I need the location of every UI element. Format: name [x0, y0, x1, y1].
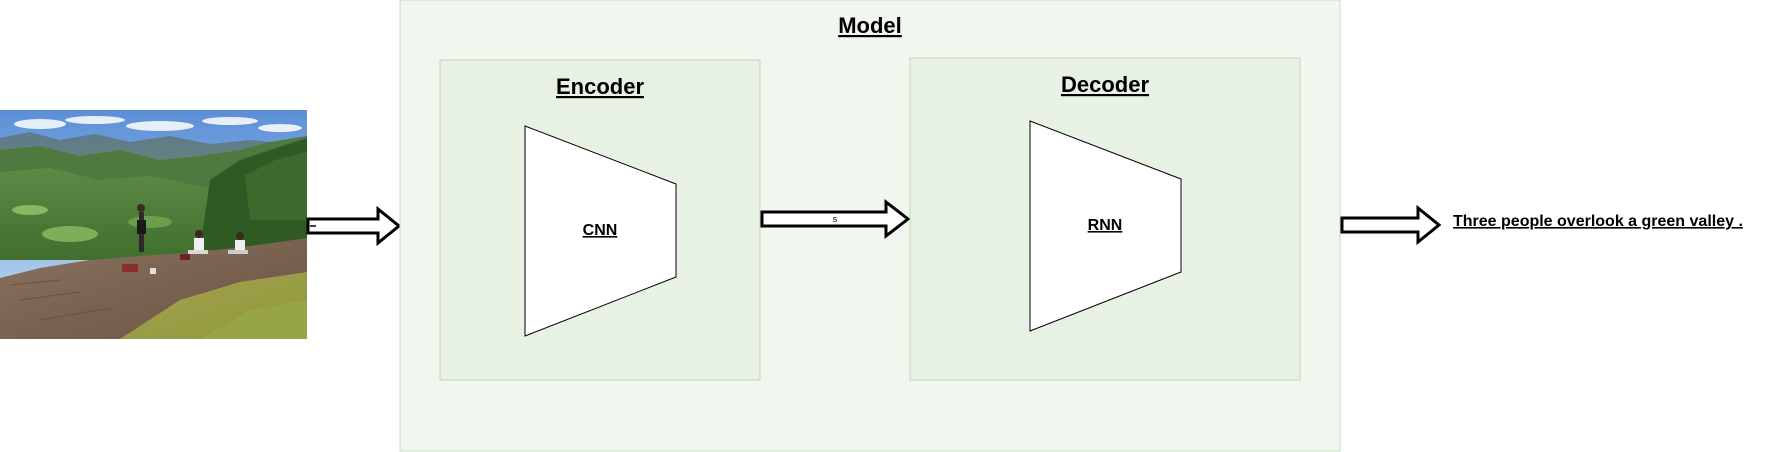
rnn-trapezoid-shape: [1029, 120, 1182, 332]
input-arrow: [306, 205, 402, 247]
hidden-state-label: s: [833, 214, 838, 224]
decoder-block: Decoder RNN: [909, 57, 1301, 381]
output-arrow: [1340, 204, 1442, 246]
cnn-trapezoid-shape: [524, 125, 677, 337]
clouds: [14, 116, 302, 132]
cnn-label: CNN: [583, 222, 618, 239]
encoder-title: Encoder: [556, 74, 644, 99]
encoder-decoder-arrow: s: [760, 198, 911, 240]
model-title: Model: [838, 13, 902, 38]
encoder-block: Encoder CNN: [439, 59, 761, 381]
rnn-label: RNN: [1088, 217, 1123, 234]
input-photo: [0, 110, 307, 339]
people-figures: [122, 204, 248, 274]
decoder-title: Decoder: [1061, 72, 1149, 97]
output-caption: Three people overlook a green valley .: [1453, 213, 1743, 230]
